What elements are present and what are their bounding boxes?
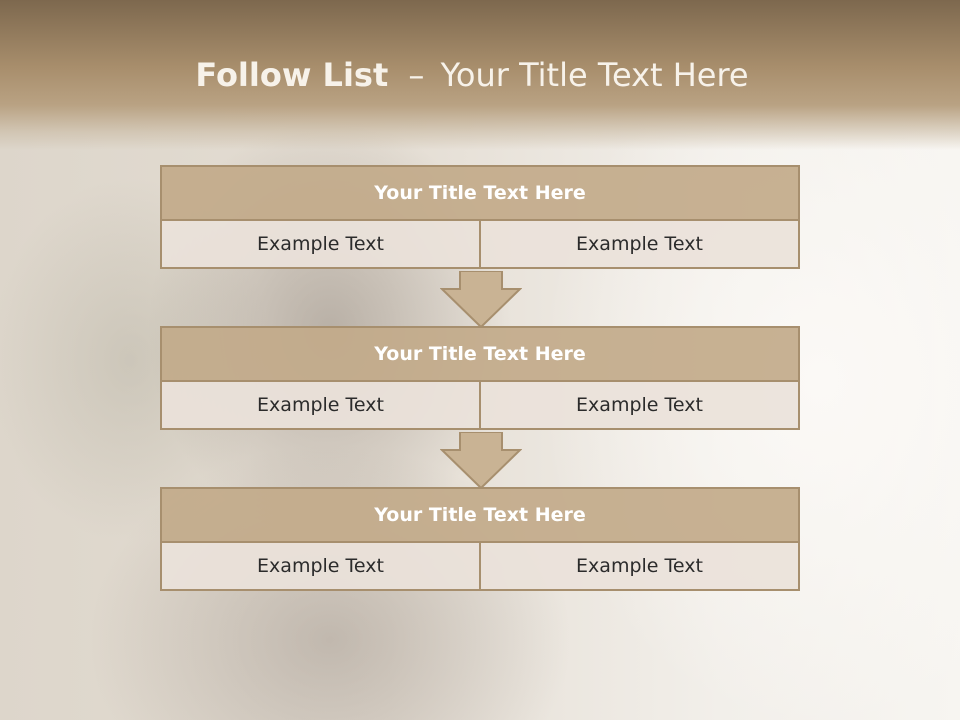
step-cell-left: Example Text — [160, 380, 481, 430]
step-cell-right: Example Text — [479, 541, 800, 591]
step-cell-left: Example Text — [160, 541, 481, 591]
step-row: Example Text Example Text — [160, 541, 800, 591]
step-title: Your Title Text Here — [160, 487, 800, 543]
step-row: Example Text Example Text — [160, 219, 800, 269]
step-block-2: Your Title Text Here Example Text Exampl… — [160, 326, 800, 430]
step-block-3: Your Title Text Here Example Text Exampl… — [160, 487, 800, 591]
slide-title: Follow List – Your Title Text Here — [0, 56, 944, 94]
down-arrow-icon — [440, 432, 522, 489]
down-arrow-icon — [440, 271, 522, 328]
slide-title-rest: Your Title Text Here — [440, 56, 749, 94]
step-block-1: Your Title Text Here Example Text Exampl… — [160, 165, 800, 269]
step-cell-left: Example Text — [160, 219, 481, 269]
slide-title-bold: Follow List — [195, 56, 389, 94]
step-title: Your Title Text Here — [160, 326, 800, 382]
title-bar — [0, 0, 960, 150]
step-title: Your Title Text Here — [160, 165, 800, 221]
step-cell-right: Example Text — [479, 219, 800, 269]
step-cell-right: Example Text — [479, 380, 800, 430]
step-row: Example Text Example Text — [160, 380, 800, 430]
slide-title-separator: – — [408, 56, 425, 94]
